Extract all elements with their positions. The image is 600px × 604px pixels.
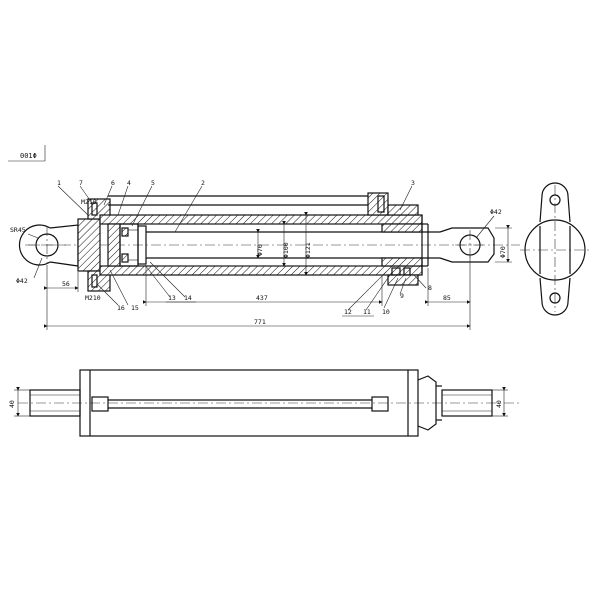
part-label-2: 2	[201, 179, 205, 187]
part-label-7: 7	[79, 179, 83, 187]
dim-left-pin-dia: Φ42	[16, 277, 28, 285]
dim-bore-dia: Φ100	[282, 242, 290, 258]
part-label-13: 13	[168, 294, 176, 302]
dim-thread-top: M210	[81, 198, 97, 206]
title-box-text: 001Φ	[20, 152, 37, 160]
part-label-1: 1	[57, 179, 61, 187]
dim-stroke-437: 437	[256, 294, 268, 302]
dim-total-771: 771	[254, 318, 266, 326]
part-label-9: 9	[400, 292, 404, 300]
front-gland	[381, 204, 429, 286]
part-label-5: 5	[151, 179, 155, 187]
section-view: Φ70 Φ100 Φ121 1 7 6 4	[10, 179, 520, 330]
part-label-6: 6	[111, 179, 115, 187]
external-dimensions: SR45 Φ42 M210 M210 56 437 85 771 Φ42	[10, 198, 512, 330]
part-label-8: 8	[428, 284, 432, 292]
dim-piston-dia: Φ70	[256, 244, 264, 256]
left-clevis	[18, 224, 79, 267]
dim-length-56: 56	[62, 280, 70, 288]
dim-right-pin-dia: Φ42	[490, 208, 502, 216]
dim-clevis-radius: SR45	[10, 226, 26, 234]
part-label-4: 4	[127, 179, 131, 187]
title-box: 001Φ	[8, 145, 46, 162]
dim-outer-dia: Φ121	[304, 242, 312, 258]
bottom-view: 40 40	[8, 369, 520, 437]
dim-thread-bottom: M210	[85, 294, 101, 302]
internal-dimensions: Φ70 Φ100 Φ121	[256, 212, 312, 276]
part-label-3: 3	[411, 179, 415, 187]
part-label-15: 15	[131, 304, 139, 312]
part-label-11: 11	[363, 308, 371, 316]
rear-end-cap	[77, 198, 111, 292]
end-view	[520, 182, 590, 316]
dim-rod-end-dia: Φ70	[499, 246, 507, 258]
rod-end-clevis	[439, 227, 495, 263]
part-label-10: 10	[382, 308, 390, 316]
piston	[107, 223, 147, 267]
part-label-12: 12	[344, 308, 352, 316]
part-label-14: 14	[184, 294, 192, 302]
dim-width-left: 40	[8, 400, 16, 408]
dim-width-right: 40	[495, 400, 503, 408]
part-label-16: 16	[117, 304, 125, 312]
dim-length-85: 85	[443, 294, 451, 302]
part-label-leaders	[57, 185, 427, 311]
oil-pipe	[108, 192, 389, 216]
